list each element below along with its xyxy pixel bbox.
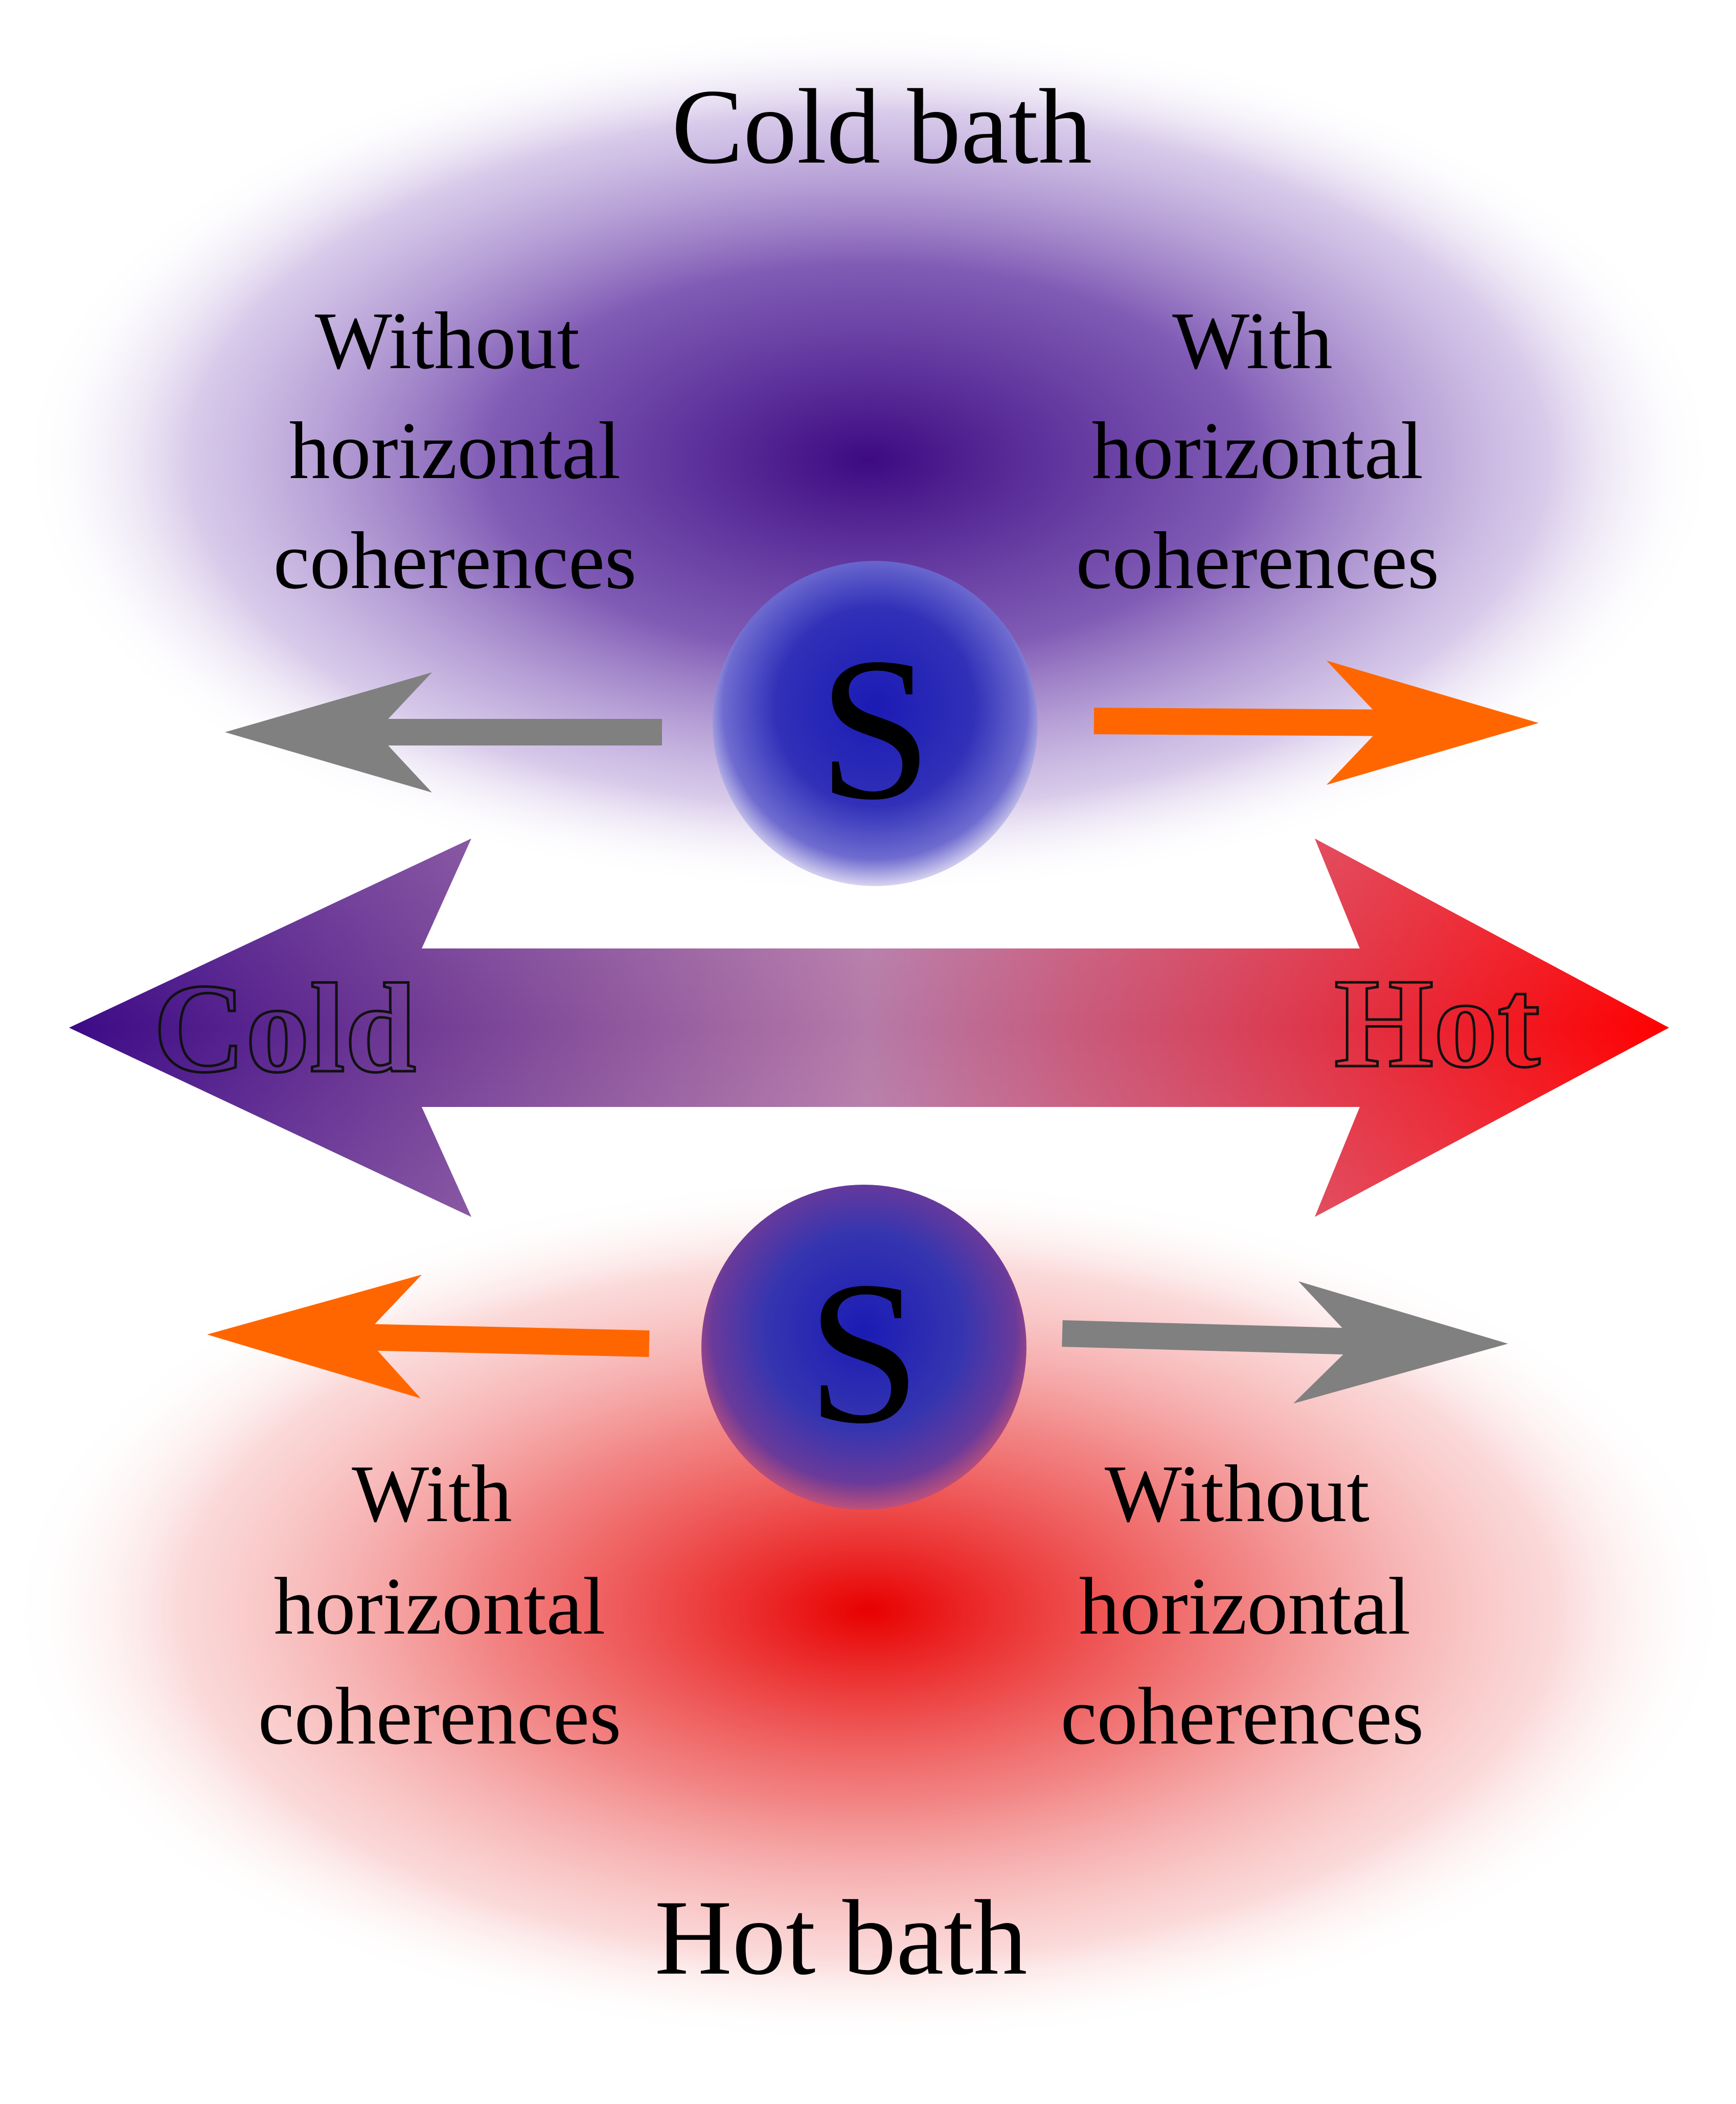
cold-right-label: With horizontal coherences	[1076, 295, 1444, 606]
hot-right-label: Without horizontal coherences	[1061, 1448, 1431, 1761]
orange-left-arrow-icon	[207, 1275, 650, 1398]
hot-bath-title: Hot bath	[654, 1879, 1027, 1997]
cold-bath: Cold bath Without horizontal coherences …	[20, 26, 1718, 895]
cold-arrow-label: Cold	[153, 958, 416, 1099]
hot-system-symbol: S	[807, 1239, 921, 1466]
hot-bath-cloud	[8, 1176, 1730, 2045]
hot-bath: Hot bath With horizontal coherences With…	[8, 1176, 1730, 2045]
cold-bath-title: Cold bath	[672, 67, 1092, 186]
orange-right-arrow-icon	[1093, 661, 1539, 785]
cold-bath-cloud	[20, 26, 1718, 895]
cold-system-node: S	[713, 561, 1038, 886]
cold-left-label: Without horizontal coherences	[273, 295, 642, 606]
hot-system-node: S	[701, 1185, 1026, 1510]
hot-left-label: With horizontal coherences	[258, 1448, 626, 1761]
hot-arrow-label: Hot	[1334, 953, 1540, 1094]
cold-system-symbol: S	[818, 616, 932, 842]
gray-left-arrow-icon	[225, 672, 662, 793]
gray-right-arrow-icon	[1062, 1281, 1508, 1404]
cold-hot-double-arrow: Cold Hot	[69, 839, 1669, 1217]
